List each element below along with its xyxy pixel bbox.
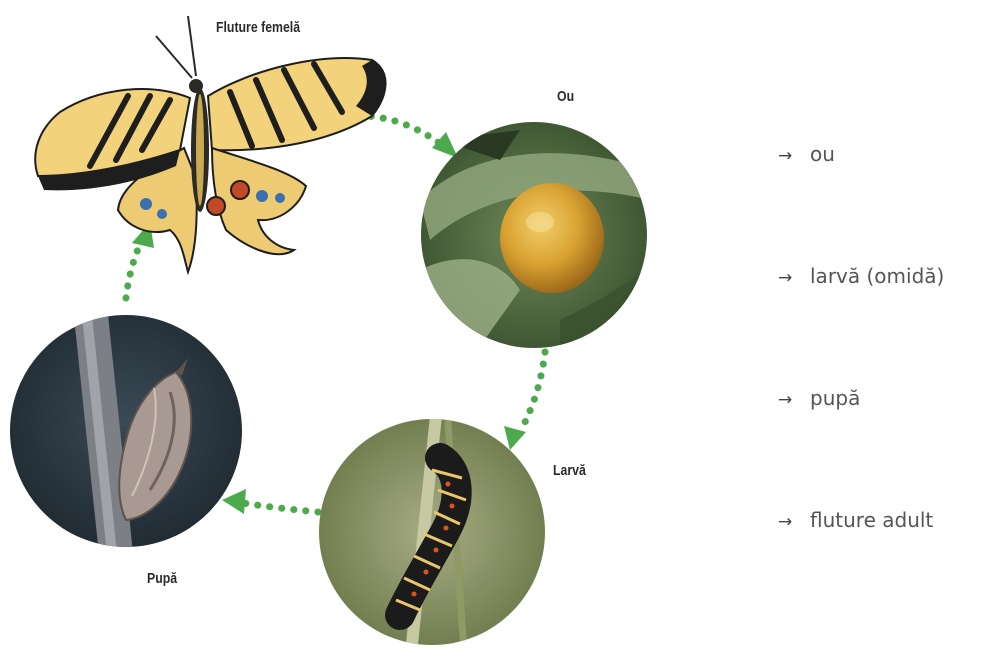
arrow-egg-to-larva [504,352,545,450]
list-item-label: ou [810,142,835,166]
list-item: →ou [778,142,835,166]
pupa-label: Pupă [147,570,177,587]
list-item-label: fluture adult [810,508,933,532]
arrow-icon: → [778,268,810,288]
butterfly-illustration [35,16,385,272]
list-item: →pupă [778,386,860,410]
arrow-larva-to-pupa [222,489,318,514]
egg-label: Ou [557,88,574,105]
list-item: →larvă (omidă) [778,264,944,288]
list-item-label: pupă [810,386,860,410]
arrow-icon: → [778,390,810,410]
list-item-label: larvă (omidă) [810,264,944,288]
larva-label: Larvă [553,462,586,479]
egg-photo [420,122,660,360]
list-item: →fluture adult [778,508,933,532]
pupa-photo [10,299,242,571]
arrow-icon: → [778,146,810,166]
arrow-icon: → [778,512,810,532]
butterfly-label: Fluture femelă [216,19,300,36]
arrow-pupa-to-butterfly [126,222,154,298]
